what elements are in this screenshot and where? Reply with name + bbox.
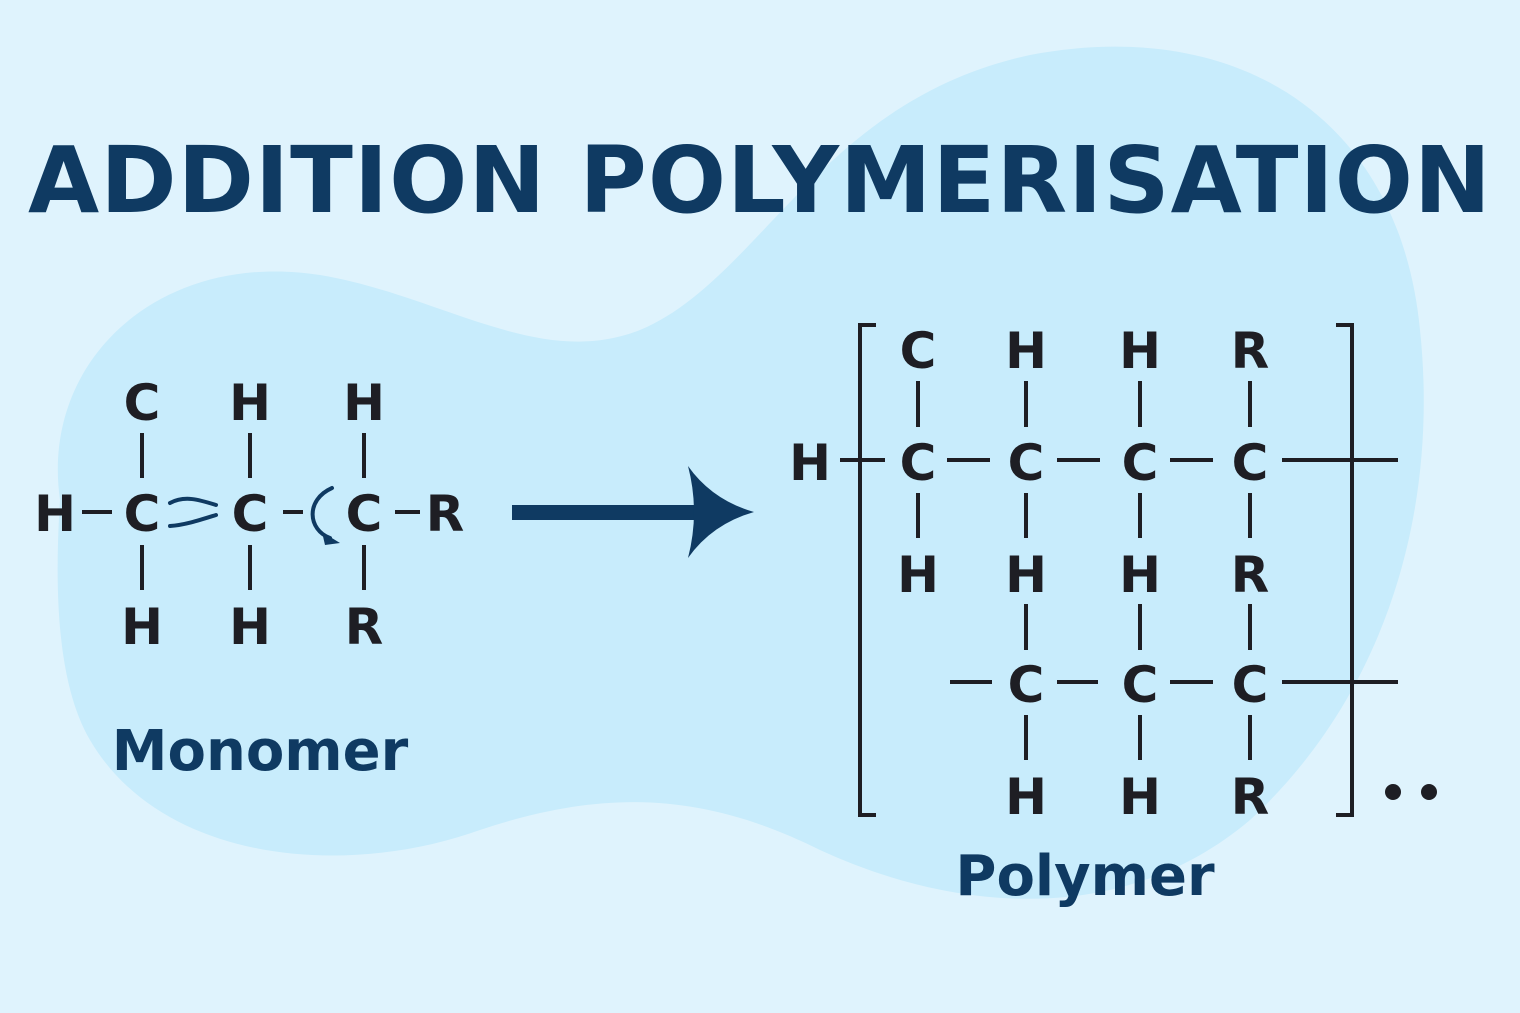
polymer-row2-bottom-atom-1: H	[1005, 768, 1047, 826]
polymer-row2-bottom-atom-2: H	[1119, 768, 1161, 826]
monomer-mid-atom-1: H	[34, 485, 76, 543]
polymer-row1-backbone-atom-1: C	[900, 434, 937, 492]
polymer-row1-top-atom-3: H	[1119, 322, 1161, 380]
polymer-row1-backbone-atom-2: C	[1008, 434, 1045, 492]
page-title: ADDITION POLYMERISATION	[28, 127, 1492, 234]
polymer-row1-bottom-atom-3: H	[1119, 546, 1161, 604]
polymer-end-group: H	[789, 434, 831, 492]
double-bond-arrow-icon	[168, 513, 218, 528]
double-bond-arrow-icon	[168, 496, 218, 507]
polymer-row1-bottom-atom-4: R	[1231, 546, 1270, 604]
monomer-bottom-atom-1: H	[121, 598, 163, 656]
polymer-row2-bottom-atom-3: R	[1231, 768, 1270, 826]
polymer-row2-backbone-atom-1: C	[1008, 656, 1045, 714]
reaction-arrow-icon	[512, 466, 754, 558]
monomer-structure: C H H H C C C R	[34, 374, 464, 656]
polymer-row1-bottom-atom-2: H	[1005, 546, 1047, 604]
monomer-top-atom-3: H	[343, 374, 385, 432]
monomer-bottom-atom-3: R	[345, 598, 384, 656]
monomer-mid-atom-2: C	[124, 485, 161, 543]
polymer-row2-backbone-atom-3: C	[1232, 656, 1269, 714]
monomer-bottom-atom-2: H	[229, 598, 271, 656]
polymer-row1-top-atom-4: R	[1231, 322, 1270, 380]
monomer-mid-atom-4: C	[346, 485, 383, 543]
monomer-mid-atom-5: R	[426, 485, 465, 543]
monomer-label: Monomer	[112, 719, 409, 784]
monomer-top-atom-2: H	[229, 374, 271, 432]
polymer-row1-top-atom-2: H	[1005, 322, 1047, 380]
polymer-row1-top-atom-1: C	[900, 322, 937, 380]
polymer-structure: C H H R H C C C C H H H	[789, 322, 1437, 826]
left-bracket	[858, 323, 876, 817]
polymer-label: Polymer	[955, 844, 1215, 909]
polymer-row2-backbone-atom-2: C	[1122, 656, 1159, 714]
polymer-row1-bottom-atom-1: H	[897, 546, 939, 604]
monomer-top-atom-1: C	[124, 374, 161, 432]
monomer-mid-atom-3: C	[232, 485, 269, 543]
polymer-row1-backbone-atom-3: C	[1122, 434, 1159, 492]
continuation-dots-icon	[1385, 784, 1437, 800]
right-bracket	[1336, 323, 1354, 817]
curly-arrow-head-icon	[322, 532, 340, 545]
background-blob	[57, 46, 1424, 899]
polymer-row1-backbone-atom-4: C	[1232, 434, 1269, 492]
